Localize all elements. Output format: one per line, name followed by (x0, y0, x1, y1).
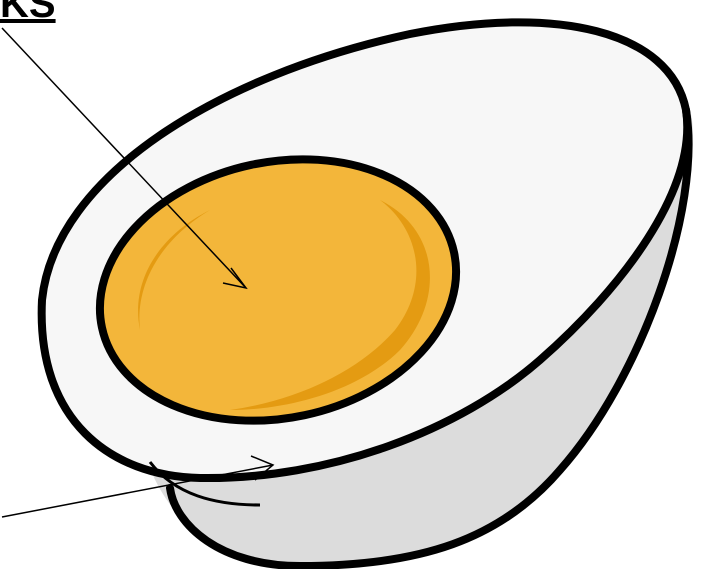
partial-heading-label: KS (0, 0, 56, 27)
